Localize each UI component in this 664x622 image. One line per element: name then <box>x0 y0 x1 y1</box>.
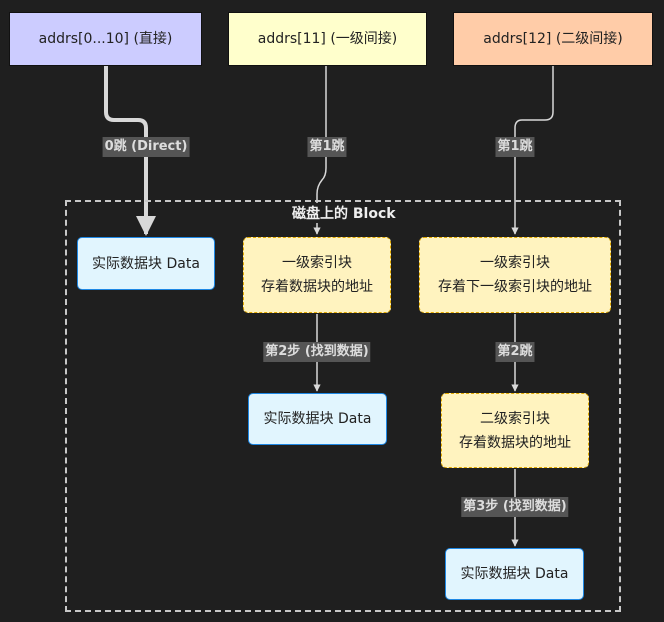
node-addrs-direct[interactable]: addrs[0...10] (直接) <box>9 12 202 66</box>
node-label-line1: 二级索引块 <box>480 410 550 427</box>
node-label: addrs[12] (二级间接) <box>483 31 623 47</box>
edge-label-double-step3: 第3步 (找到数据) <box>461 497 569 517</box>
edge-label-single-hop1: 第1跳 <box>307 137 347 157</box>
node-data-single[interactable]: 实际数据块 Data <box>248 393 387 445</box>
group-title: 磁盘上的 Block <box>290 203 398 223</box>
node-label-line1: 一级索引块 <box>480 255 550 271</box>
node-l1-index-single[interactable]: 一级索引块 存着数据块的地址 <box>243 237 391 313</box>
edge-single-hop1 <box>313 66 327 235</box>
node-label: addrs[11] (一级间接) <box>257 31 398 47</box>
edge-label-single-step2: 第2步 (找到数据) <box>263 342 371 362</box>
node-label-line2: 存着数据块的地址 <box>261 279 373 295</box>
node-label: addrs[0...10] (直接) <box>38 31 173 47</box>
node-data-double[interactable]: 实际数据块 Data <box>445 548 584 600</box>
node-label-line2: 存着数据块的地址 <box>459 434 571 451</box>
node-label: 实际数据块 Data <box>460 566 569 582</box>
edge-label-double-hop2: 第2跳 <box>495 342 535 362</box>
node-label: 实际数据块 Data <box>263 411 372 427</box>
node-label-line2: 存着下一级索引块的地址 <box>438 279 592 295</box>
node-l1-index-double[interactable]: 一级索引块 存着下一级索引块的地址 <box>419 237 611 313</box>
disk-block-group <box>65 200 621 612</box>
node-label: 实际数据块 Data <box>92 255 200 272</box>
node-label-line1: 一级索引块 <box>282 255 352 271</box>
node-l2-index-double[interactable]: 二级索引块 存着数据块的地址 <box>441 393 589 468</box>
node-addrs-double-indirect[interactable]: addrs[12] (二级间接) <box>453 12 653 66</box>
edge-label-double-hop1: 第1跳 <box>495 137 535 157</box>
edge-double-hop1 <box>511 66 554 235</box>
edge-label-direct: 0跳 (Direct) <box>102 137 190 157</box>
edge-direct <box>104 66 156 236</box>
node-addrs-single-indirect[interactable]: addrs[11] (一级间接) <box>228 12 427 66</box>
node-data-direct[interactable]: 实际数据块 Data <box>77 237 215 290</box>
